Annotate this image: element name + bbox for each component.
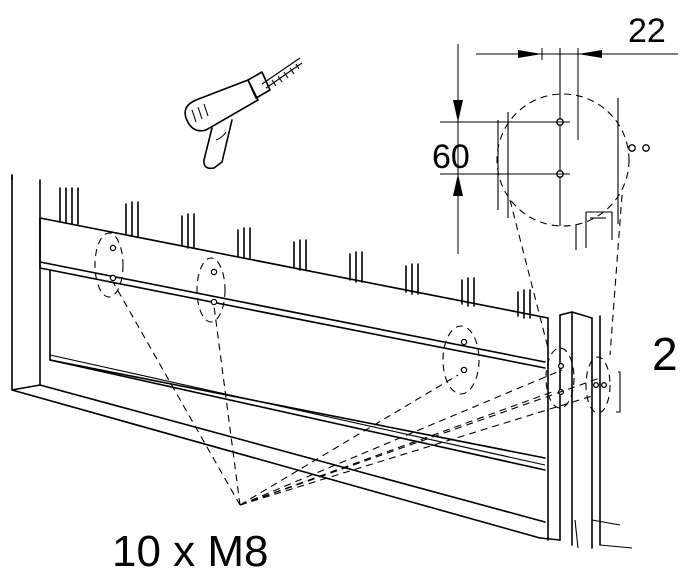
dimension-60-label: 60 — [432, 138, 470, 176]
fastener-label: 10 x M8 — [112, 527, 269, 573]
dimension-22 — [476, 48, 678, 140]
drill-icon — [184, 57, 303, 170]
step-number: 2 — [652, 328, 678, 380]
gate-frame — [11, 174, 633, 549]
hole-markers — [94, 232, 611, 414]
leader-lines — [112, 281, 601, 506]
dimension-22-label: 22 — [628, 12, 666, 50]
gate-bars — [59, 187, 531, 319]
dimension-60 — [440, 44, 560, 254]
detail-view — [496, 48, 650, 356]
